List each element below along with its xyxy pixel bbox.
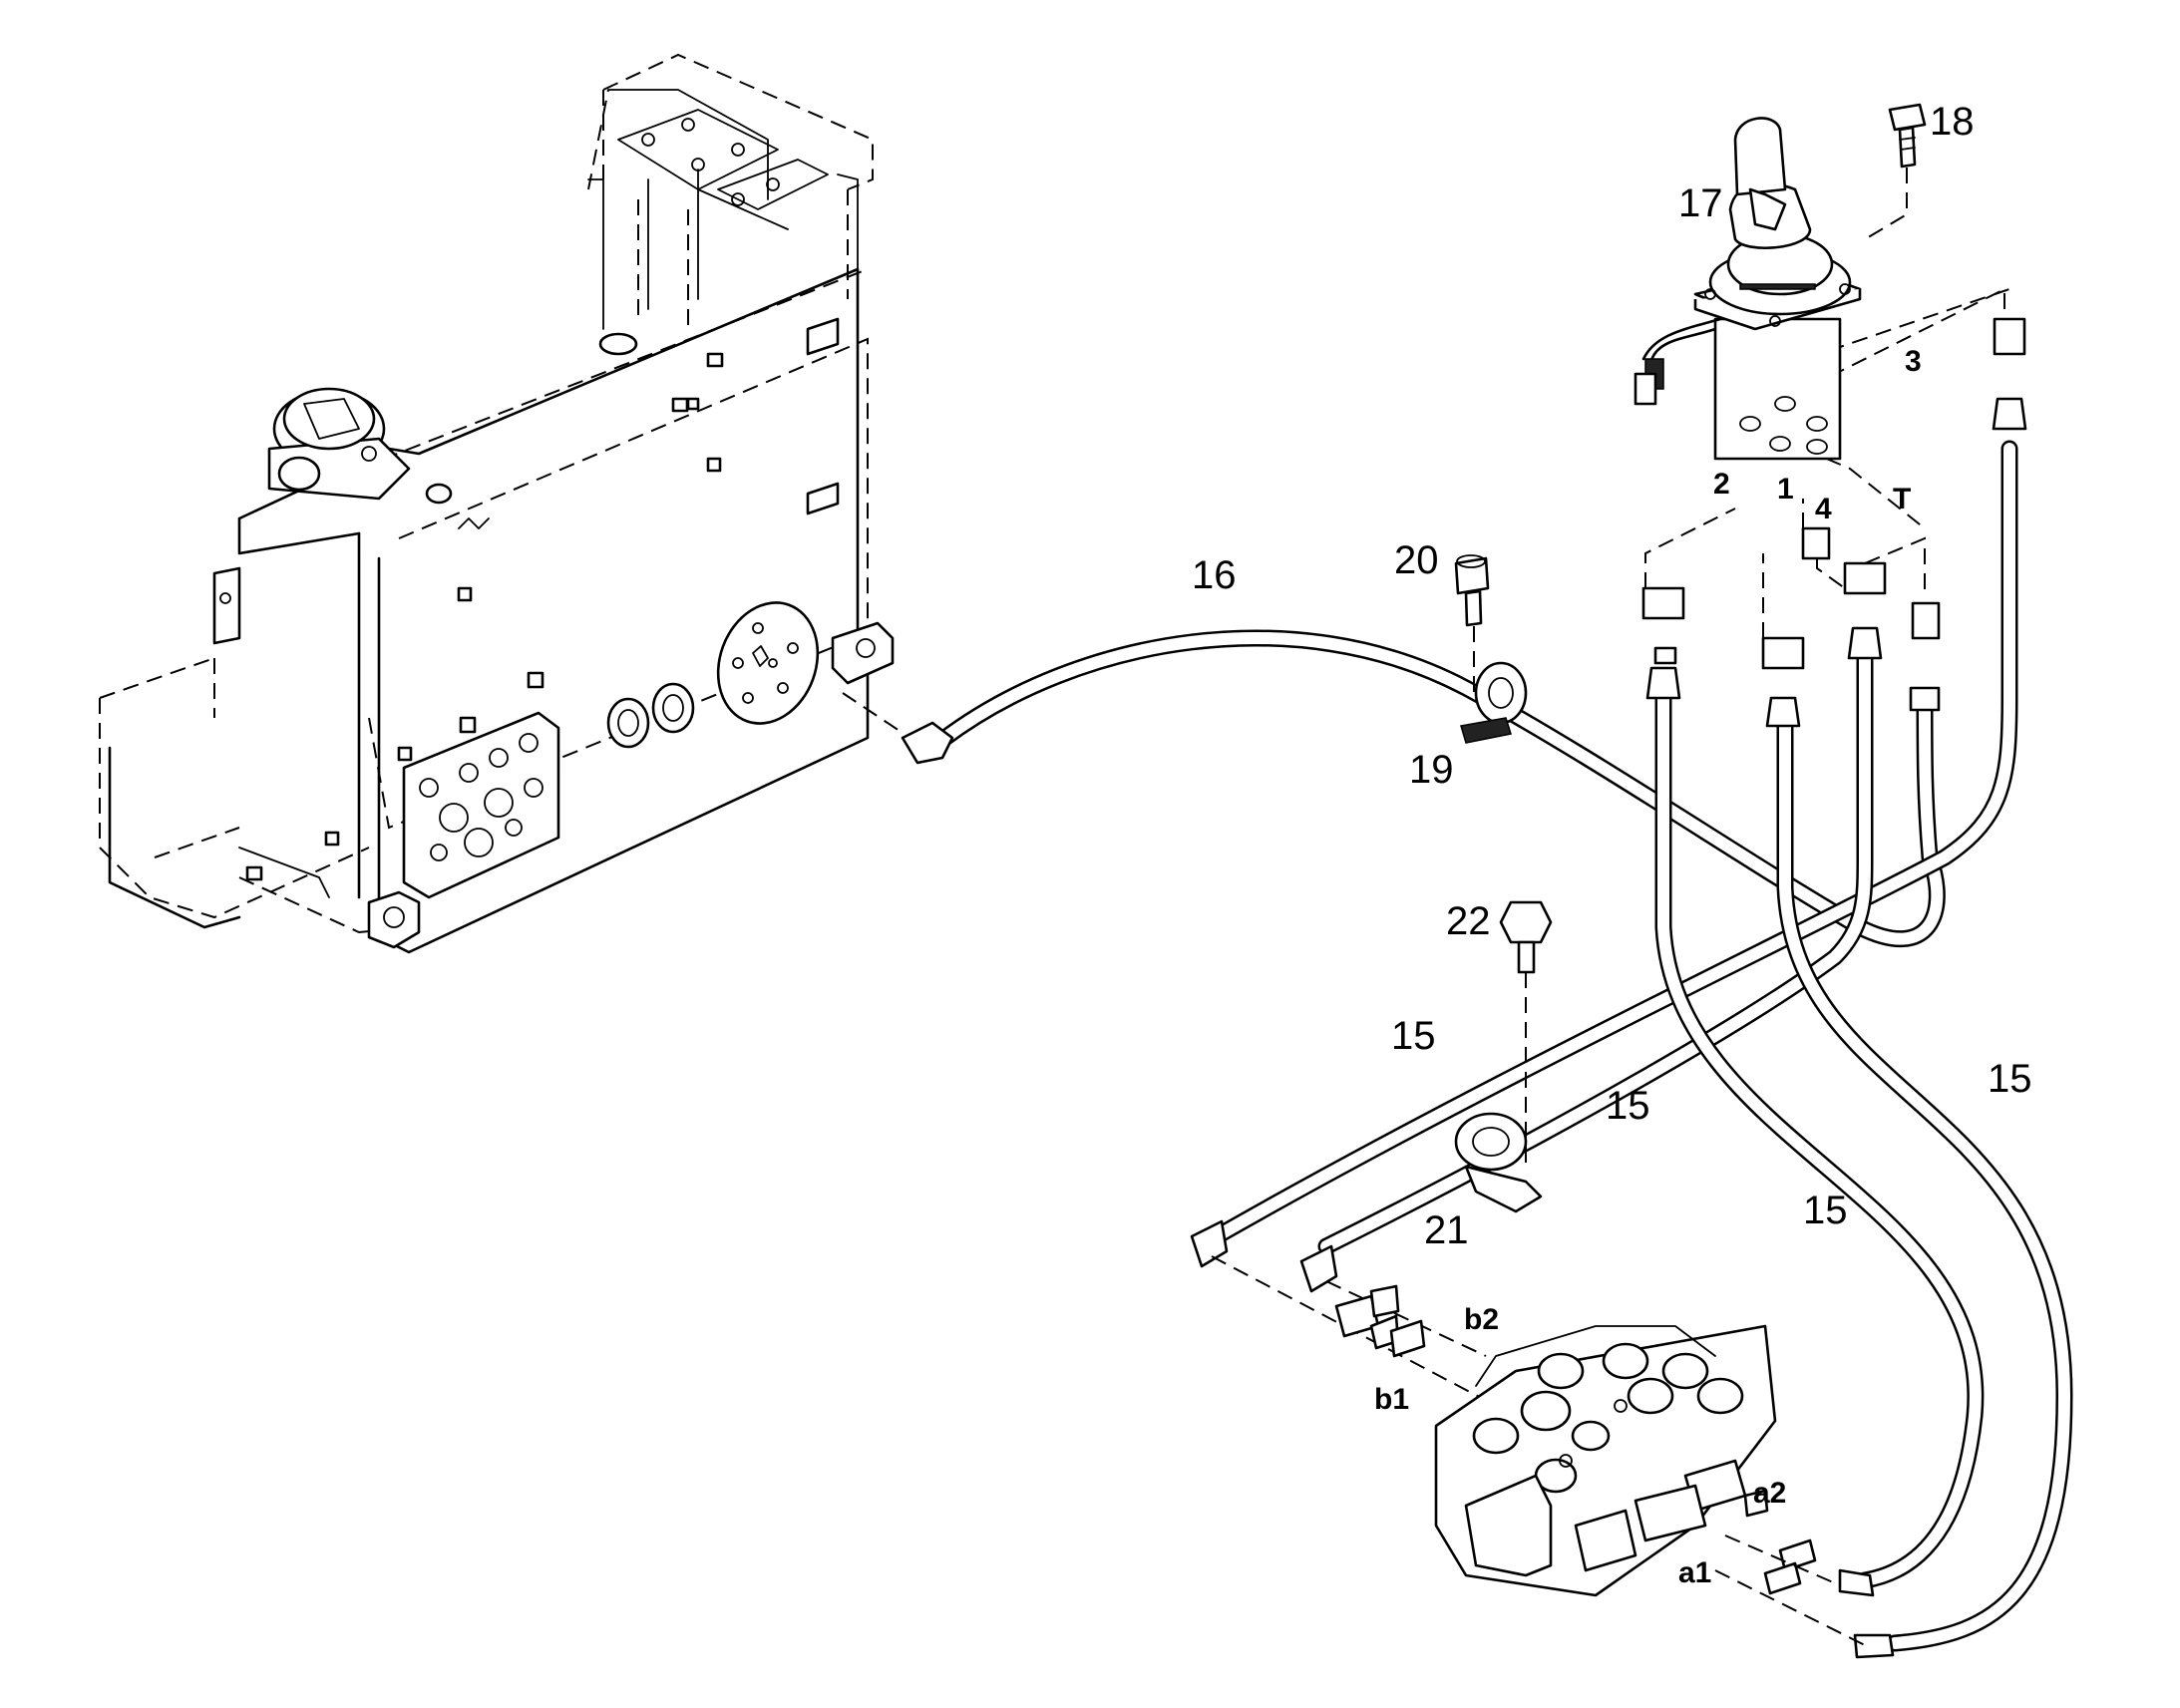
callout-labels: 16 17 18 19 20 21 22 15 15 15 15 1 2 3 4… [1192, 100, 2032, 1589]
elbow-fitting [901, 721, 954, 765]
label-17: 17 [1678, 181, 1723, 225]
bolt-22 [1499, 900, 1553, 1172]
port-label-a2: a2 [1753, 1477, 1786, 1510]
label-15-a: 15 [1391, 1014, 1436, 1058]
hose-15-right-outer [1776, 709, 2073, 1652]
port-label-b2: b2 [1464, 1303, 1499, 1336]
port-label-2: 2 [1713, 468, 1730, 501]
port-label-a1: a1 [1678, 1556, 1711, 1589]
port-label-3: 3 [1905, 345, 1922, 378]
port-label-4: 4 [1815, 493, 1832, 525]
clamp-21 [1454, 1112, 1543, 1213]
control-valve [1190, 1219, 1777, 1597]
label-15-d: 15 [1988, 1057, 2032, 1101]
rotary-plate [716, 601, 820, 725]
port-label-1: 1 [1777, 473, 1794, 506]
joystick-assembly [1634, 117, 1862, 461]
label-18: 18 [1930, 100, 1975, 144]
label-15-c: 15 [1803, 1189, 1848, 1232]
label-20: 20 [1394, 538, 1439, 582]
hose-15-left-long [1208, 440, 2018, 1245]
filler-cap [267, 387, 411, 501]
clamp-19 [1460, 661, 1528, 744]
label-15-b: 15 [1606, 1084, 1650, 1128]
valve-port-fittings [1714, 1535, 1895, 1659]
label-19: 19 [1409, 748, 1454, 792]
label-21: 21 [1424, 1208, 1469, 1252]
upper-fittings [1641, 317, 2027, 728]
frame-tank-assembly [99, 53, 895, 954]
label-22: 22 [1446, 899, 1491, 943]
bolt-20 [1454, 554, 1490, 698]
port-label-T: T [1893, 483, 1911, 515]
bolt-18 [1864, 103, 1927, 240]
port-label-b1: b1 [1374, 1383, 1409, 1416]
hose-16 [933, 629, 1946, 948]
label-16: 16 [1192, 553, 1237, 597]
hose-15-right-inner [1654, 689, 1985, 1589]
